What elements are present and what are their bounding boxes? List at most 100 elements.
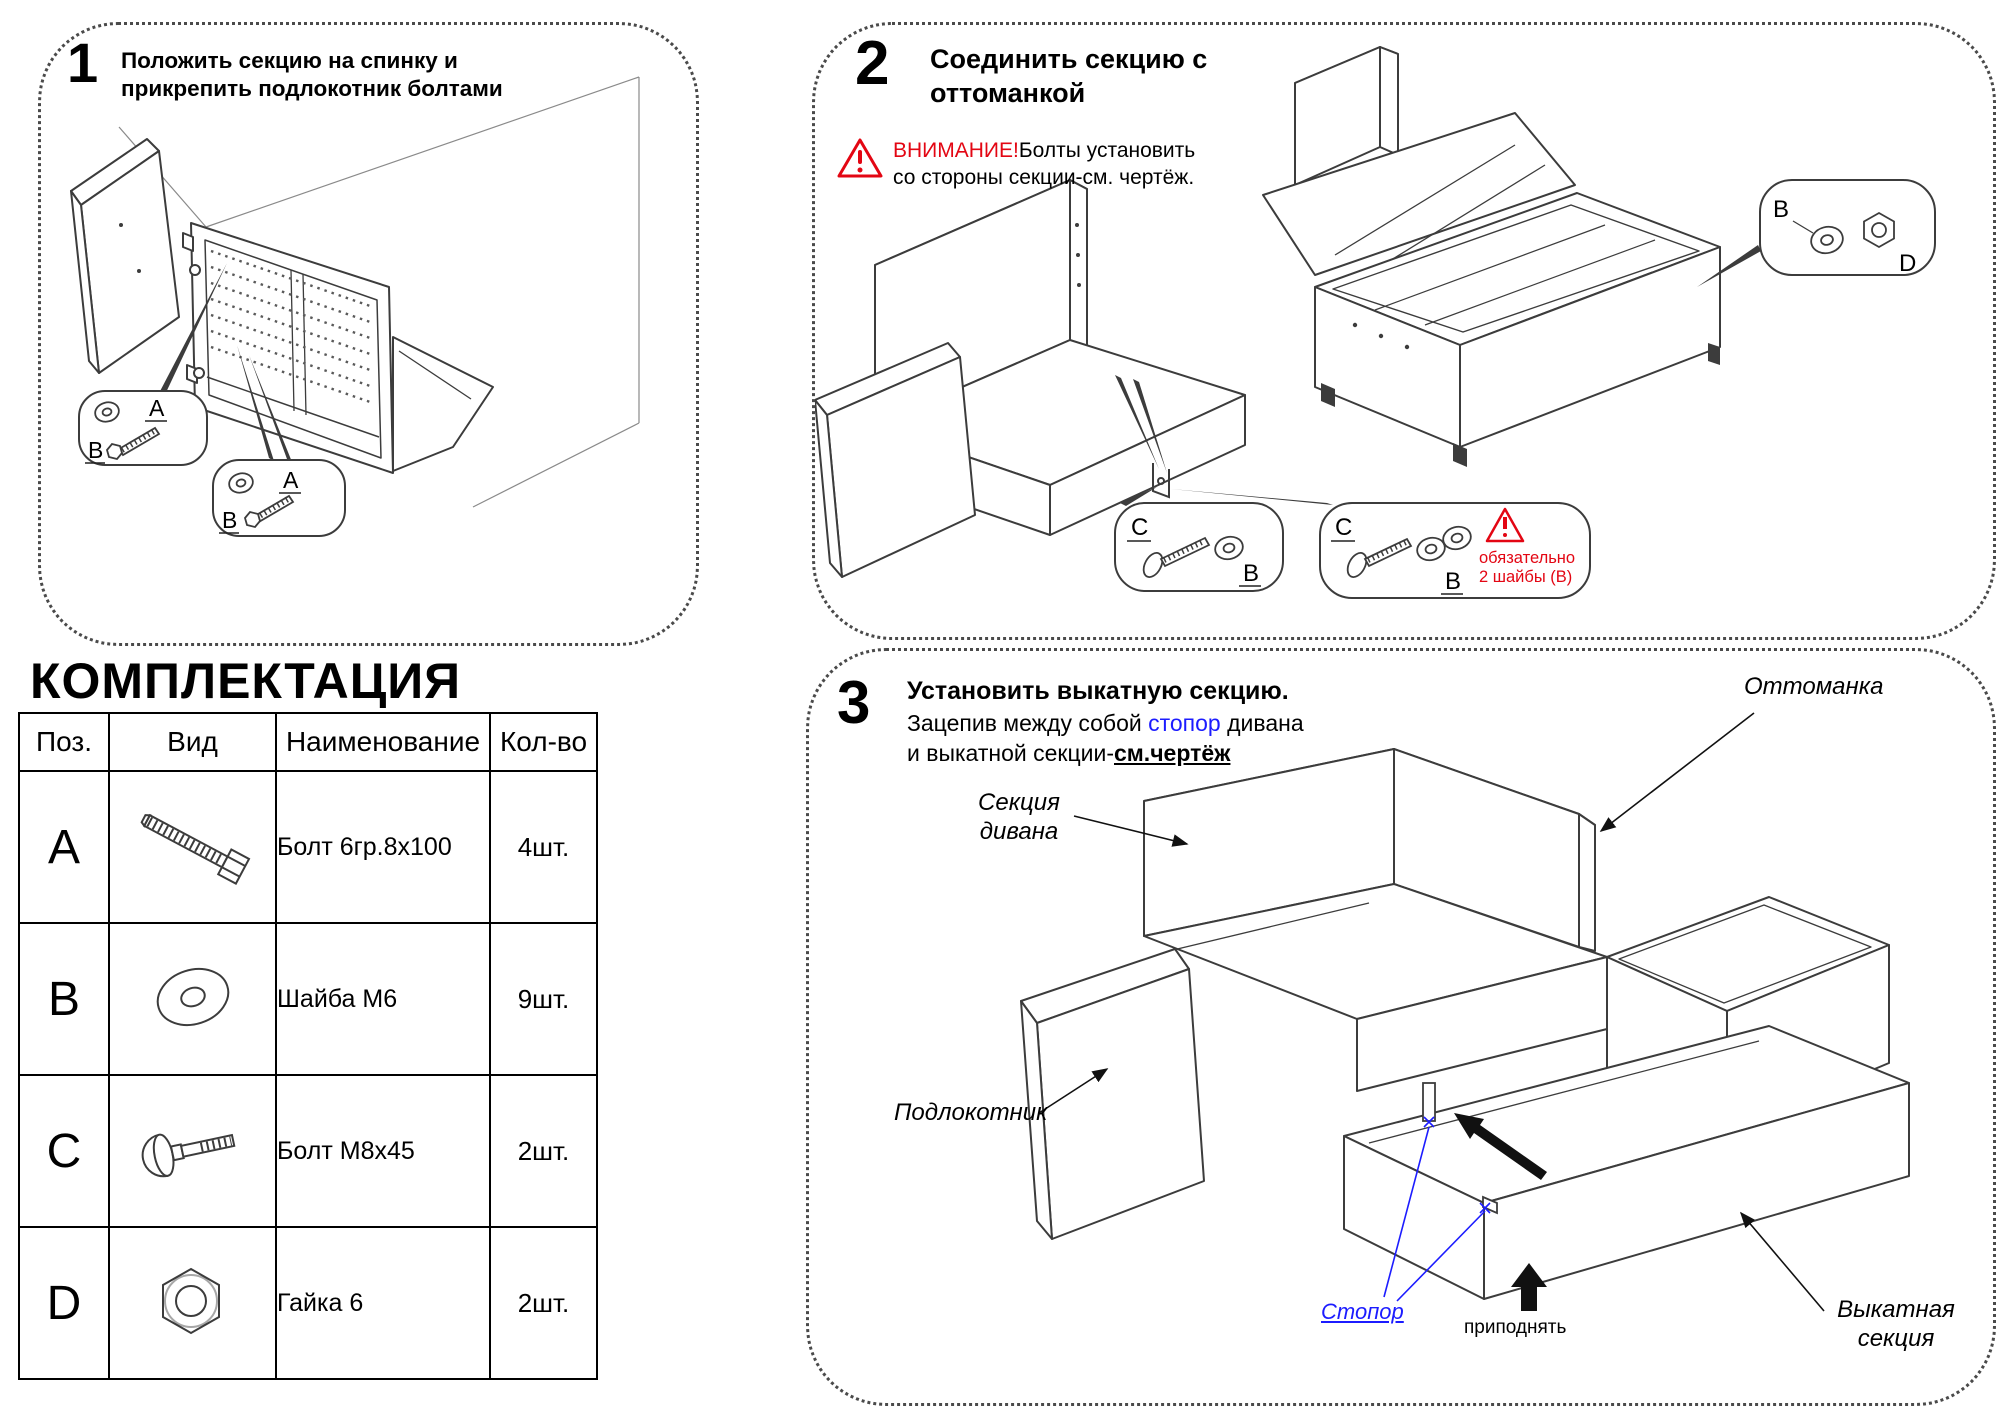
hex-nut-icon — [161, 1267, 220, 1334]
parts-row-c: C Болт М8х45 2шт. — [18, 1074, 598, 1228]
step3-body-line1: Зацепив между собой стопор дивана — [907, 708, 1304, 738]
latch-pointer-arrow — [1454, 1113, 1547, 1180]
warning-line2: со стороны секции-см. чертёж. — [893, 166, 1195, 190]
washer-icon — [156, 967, 229, 1026]
part-qty: 4шт. — [489, 770, 598, 924]
bolt-holes-dots — [1075, 223, 1081, 287]
callout-bd-washer-label: B — [1773, 196, 1789, 223]
ottoman-drawing — [1262, 46, 1721, 448]
step3-title: Установить выкатную секцию. — [907, 677, 1289, 705]
callout-top-washer-label: B — [88, 437, 103, 463]
part-view — [108, 1074, 277, 1228]
callout-bd-nut-label: D — [1899, 250, 1916, 277]
step1-illustration: A B A B — [70, 76, 640, 537]
lift-label: приподнять — [1464, 1317, 1567, 1338]
part-name: Гайка 6 — [275, 1226, 491, 1380]
part-pos: B — [18, 922, 110, 1076]
frame-perforation — [210, 249, 374, 405]
part-name: Шайба М6 — [275, 922, 491, 1076]
callout-bolt-washer-top: A B — [78, 390, 208, 466]
parts-row-d: D Гайка 6 2шт. — [18, 1226, 598, 1380]
armrest-drawing — [70, 138, 180, 374]
step2-title: Соединить секцию с оттоманкой — [930, 43, 1207, 111]
col-header-pos: Поз. — [18, 712, 110, 772]
sofa-section-drawing — [815, 179, 1246, 578]
step1-title: Положить секцию на спинку и прикрепить п… — [121, 48, 503, 102]
callout-bottom-bolt-label: A — [283, 467, 299, 493]
sofa-section-label: Секция дивана — [959, 789, 1079, 847]
step2-title-line1: Соединить секцию с — [930, 44, 1208, 74]
warning-text: ВНИМАНИЕ!Болты установить со стороны сек… — [893, 137, 1195, 192]
rollout-label-line1: Выкатная — [1837, 1296, 1955, 1323]
stopper-latch-drawing — [1422, 1082, 1498, 1215]
callout-c2-note2: 2 шайбы (B) — [1479, 568, 1572, 586]
step3-body-pre: Зацепив между собой — [907, 710, 1149, 736]
part-pos: A — [18, 770, 110, 924]
callout-top-bolt-label: A — [149, 395, 165, 421]
step3-body-line2-pre: и выкатной секции- — [907, 740, 1114, 767]
step3-body-line2: и выкатной секции-см.чертёж — [907, 738, 1304, 768]
warning-icon — [837, 138, 883, 178]
warning-note: ВНИМАНИЕ!Болты установить со стороны сек… — [837, 137, 1195, 192]
col-header-qty: Кол-во — [489, 712, 598, 772]
washer-nut-icon — [1810, 211, 1895, 255]
armrest-label: Подлокотник — [894, 1099, 1048, 1126]
callout-bolt-washer-bottom: A B — [212, 459, 346, 537]
warning-icon-small — [1485, 507, 1525, 543]
leader-pointers — [1115, 245, 1761, 506]
step3-panel: 3 Установить выкатную секцию. Зацепив ме… — [806, 648, 1996, 1406]
sofa-section-label-line2: дивана — [979, 817, 1059, 845]
step2-panel: B D C — [812, 22, 1996, 640]
callout-washer-b-nut-d: B D — [1759, 179, 1936, 277]
part-view — [108, 1226, 277, 1380]
carriage-bolt-washer-icon — [1142, 535, 1244, 578]
callout-c1-bolt-label: C — [1131, 514, 1148, 541]
sofa-frame-drawing — [182, 222, 494, 474]
part-name: Болт М8х45 — [275, 1074, 491, 1228]
stopper-marks — [1383, 1116, 1491, 1302]
callout-bolt-c-washer-b-1: C B — [1114, 502, 1284, 592]
part-view — [108, 770, 277, 924]
latch-bracket — [1152, 463, 1170, 499]
parts-table: Поз. Вид Наименование Кол-во A — [18, 712, 598, 1380]
callout-c1-washer-label: B — [1243, 560, 1259, 587]
step3-illustration — [1020, 712, 1910, 1312]
hex-bolt-long-icon — [140, 813, 250, 885]
parts-title: КОМПЛЕКТАЦИЯ — [30, 653, 462, 709]
step3-see-drawing-word: см.чертёж — [1114, 740, 1231, 767]
step2-number: 2 — [855, 29, 890, 98]
part-name: Болт 6гр.8х100 — [275, 770, 491, 924]
callout-bottom-washer-label: B — [222, 507, 237, 533]
bolt-washer-icon — [94, 401, 161, 461]
step1-number: 1 — [67, 31, 99, 94]
leader-pointers — [157, 263, 292, 462]
step2-illustration: B D C — [815, 46, 1936, 599]
step3-number: 3 — [837, 669, 871, 736]
warning-rest: Болты установить — [1018, 139, 1196, 162]
part-qty: 2шт. — [489, 1226, 598, 1380]
step2-title-line2: оттоманкой — [930, 77, 1086, 108]
part-view — [108, 922, 277, 1076]
ottoman-details — [1321, 322, 1720, 467]
parts-row-a: A Болт 6гр.8х100 4шт. — [18, 770, 598, 924]
col-header-view: Вид — [108, 712, 277, 772]
step1-panel: A B A B 1 Положить секци — [38, 22, 699, 646]
part-pos: D — [18, 1226, 110, 1380]
callout-c2-washer-label: B — [1445, 568, 1461, 595]
rollout-section-label: Выкатная секция — [1831, 1296, 1961, 1354]
assembled-sofa-drawing — [1020, 748, 1910, 1300]
rollout-label-line2: секция — [1857, 1324, 1935, 1352]
lift-arrow — [1511, 1263, 1547, 1311]
part-pos: C — [18, 1074, 110, 1228]
carriage-bolt-two-washers-icon — [1346, 525, 1472, 578]
carriage-bolt-icon — [141, 1133, 235, 1177]
label-leader-lines — [1038, 712, 1825, 1312]
sofa-section-label-line1: Секция — [978, 789, 1060, 816]
parts-header-row: Поз. Вид Наименование Кол-во — [18, 712, 598, 772]
parts-row-b: B Шайба М6 9шт. — [18, 922, 598, 1076]
col-header-name: Наименование — [275, 712, 491, 772]
callout-bolt-c-washer-b-2: C B обязательно — [1319, 502, 1591, 599]
part-qty: 2шт. — [489, 1074, 598, 1228]
step3-body-mid: дивана — [1220, 710, 1304, 736]
